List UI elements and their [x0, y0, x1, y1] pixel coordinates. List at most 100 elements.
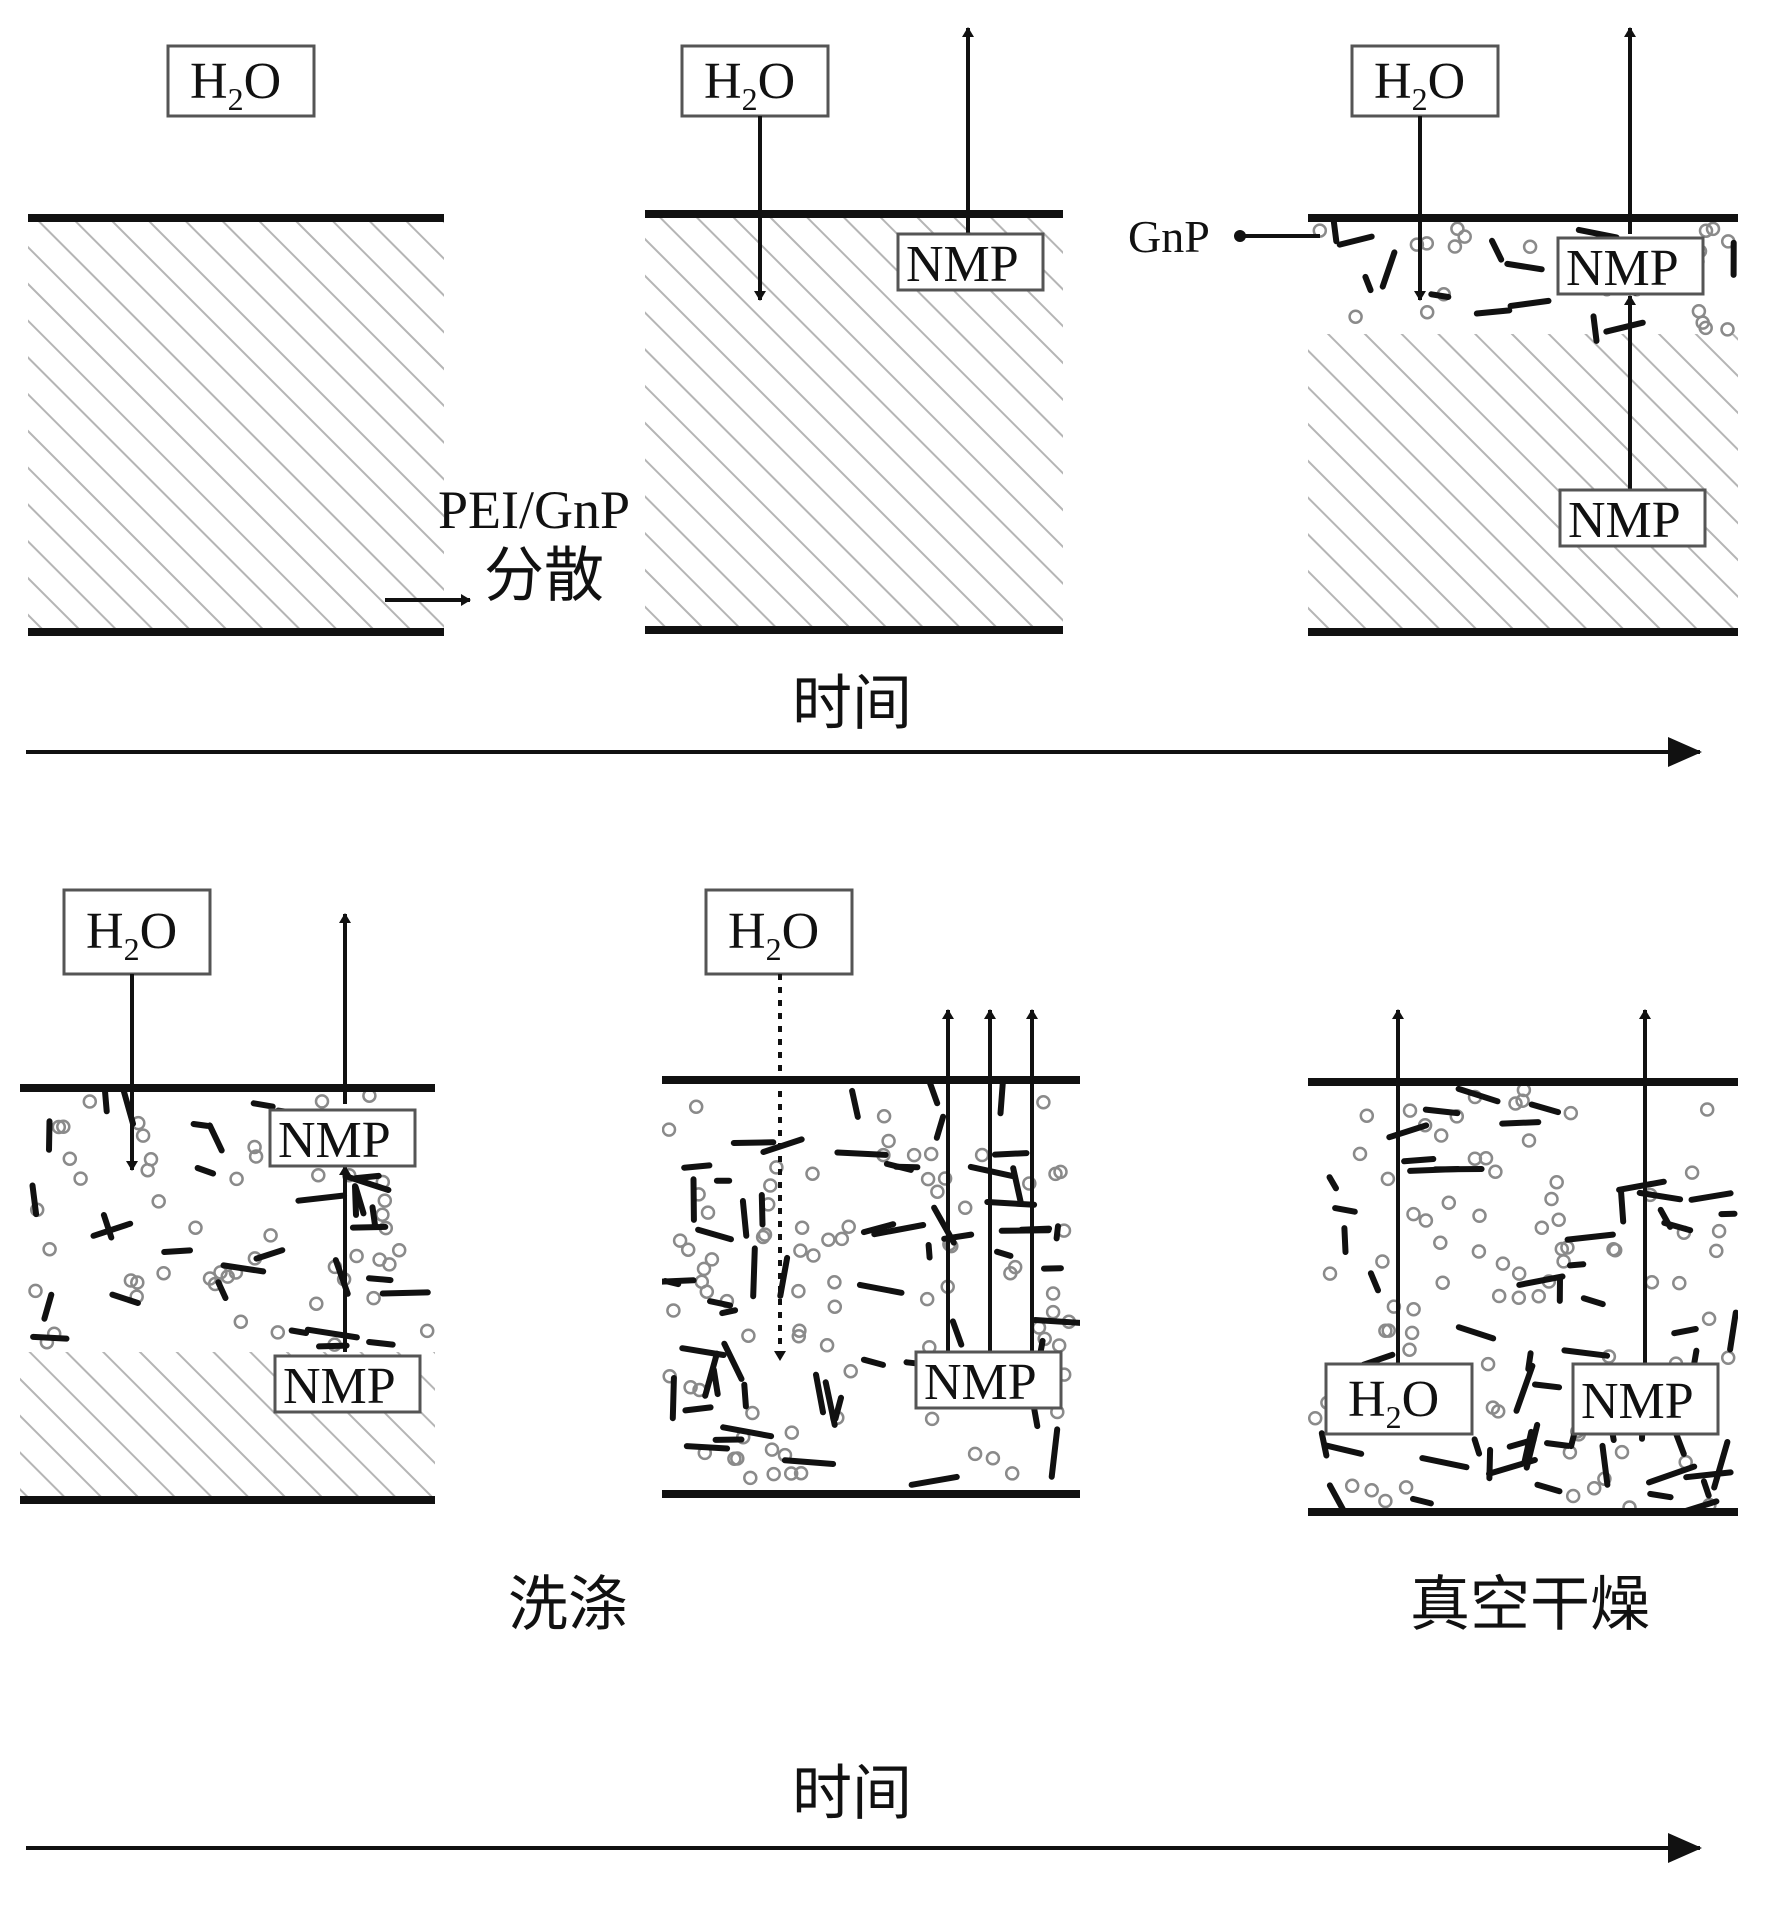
dispersion-text: 分散 — [484, 541, 604, 611]
pei-particle — [1551, 1176, 1563, 1188]
panel-2-exchange-start: H2O NMP — [645, 28, 1063, 630]
gnp-flake — [1330, 1177, 1337, 1188]
time-arrow-bottom: 时间 — [26, 1759, 1700, 1848]
gnp-flake — [112, 1295, 137, 1303]
pei-particle — [796, 1222, 808, 1234]
pei-particle — [1354, 1148, 1366, 1160]
gnp-flake — [194, 1124, 208, 1126]
svg-text:NMP: NMP — [278, 1112, 391, 1169]
gnp-flake — [1594, 316, 1597, 341]
pei-particle — [30, 1285, 42, 1297]
gnp-flake — [744, 1385, 746, 1407]
pei-particle — [44, 1243, 56, 1255]
gnp-flake — [1431, 294, 1448, 297]
pei-particle — [316, 1095, 328, 1107]
gnp-flake — [1519, 1277, 1562, 1285]
gnp-flake — [1325, 1445, 1361, 1454]
panel-1-initial: H2O — [28, 46, 444, 632]
pei-particle — [1533, 1290, 1545, 1302]
pei-particle — [807, 1168, 819, 1180]
svg-text:NMP: NMP — [1568, 492, 1681, 549]
gnp-flake — [649, 1280, 694, 1282]
gnp-flake — [1492, 241, 1501, 260]
pei-particle — [1361, 1110, 1373, 1122]
gnp-flake — [1714, 1442, 1727, 1488]
pei-particle — [1722, 1352, 1734, 1364]
pei-particle — [312, 1169, 324, 1181]
pei-particle — [374, 1254, 386, 1266]
pei-particle — [1588, 1482, 1600, 1494]
panel-4-skin-growing: H2O NMP NMP — [20, 890, 435, 1500]
pei-particle — [1686, 1167, 1698, 1179]
vacuum-drying-caption: 真空干燥 — [1410, 1570, 1650, 1640]
gnp-flake — [1422, 1458, 1466, 1467]
pei-particle — [1710, 1245, 1722, 1257]
gnp-flake — [1057, 1226, 1058, 1238]
gnp-flake — [1535, 1385, 1559, 1388]
panel-3-hatched-layer — [1308, 334, 1738, 632]
panel-6-nmp-label: NMP — [1573, 1364, 1718, 1434]
pei-particle — [1420, 1215, 1432, 1227]
gnp-flake — [218, 1282, 225, 1298]
pei-particle — [845, 1365, 857, 1377]
pei-particle — [231, 1173, 243, 1185]
gnp-flake — [1475, 1439, 1480, 1453]
pei-particle — [1524, 241, 1536, 253]
pei-particle — [925, 1148, 937, 1160]
pei-particle — [959, 1202, 971, 1214]
pei-particle — [376, 1209, 388, 1221]
gnp-flake — [49, 1121, 50, 1150]
gnp-flake — [687, 1446, 727, 1448]
gnp-flake — [33, 1186, 37, 1215]
pei-particle — [1616, 1446, 1628, 1458]
pei-particle — [931, 1186, 943, 1198]
gnp-flake — [1502, 1122, 1538, 1124]
gnp-flake — [1606, 323, 1643, 332]
pei-particle — [843, 1221, 855, 1233]
time-arrow-top: 时间 — [26, 669, 1700, 752]
gnp-flake — [1564, 1350, 1607, 1355]
gnp-flake — [785, 1460, 833, 1464]
gnp-flake — [1344, 1228, 1345, 1252]
panel-1-hatched-layer — [28, 222, 444, 632]
gnp-flake — [698, 1230, 731, 1240]
pei-particle — [145, 1153, 157, 1165]
gnp-flake — [319, 1346, 347, 1347]
panel-5-washing: H2O NMP — [649, 890, 1082, 1494]
pei-particle — [766, 1444, 778, 1456]
gnp-flake — [684, 1165, 709, 1167]
gnp-flake — [1426, 1110, 1458, 1114]
gnp-flake — [1404, 1159, 1433, 1161]
pei-particle — [682, 1244, 694, 1256]
gnp-flake — [714, 1370, 718, 1394]
pei-particle — [1459, 231, 1471, 243]
pei-particle — [1482, 1358, 1494, 1370]
pei-particle — [1404, 1344, 1416, 1356]
gnp-flake — [1730, 1313, 1736, 1350]
pei-particle — [190, 1222, 202, 1234]
pei-particle — [1376, 1256, 1388, 1268]
pei-particle — [822, 1234, 834, 1246]
pei-particle — [742, 1330, 754, 1342]
pei-particle — [1646, 1276, 1658, 1288]
pei-particle — [1421, 306, 1433, 318]
gnp-flake — [353, 1227, 385, 1228]
pei-particle — [1324, 1268, 1336, 1280]
pei-particle — [786, 1427, 798, 1439]
pei-particle — [137, 1130, 149, 1142]
gnp-flake — [953, 1321, 961, 1344]
pei-particle — [746, 1407, 758, 1419]
pei-particle — [1493, 1290, 1505, 1302]
gnp-flake — [860, 1285, 902, 1293]
pei-particle — [702, 1207, 714, 1219]
pei-particle — [1546, 1193, 1558, 1205]
gnp-flake — [1389, 1125, 1426, 1137]
gnp-flake — [682, 1348, 723, 1355]
pei-particle — [908, 1149, 920, 1161]
svg-text:NMP: NMP — [1581, 1373, 1694, 1430]
gnp-flake — [1528, 1353, 1530, 1369]
gnp-flake — [1686, 1472, 1730, 1477]
gnp-flake — [762, 1195, 763, 1225]
pei-particle — [1473, 1246, 1485, 1258]
